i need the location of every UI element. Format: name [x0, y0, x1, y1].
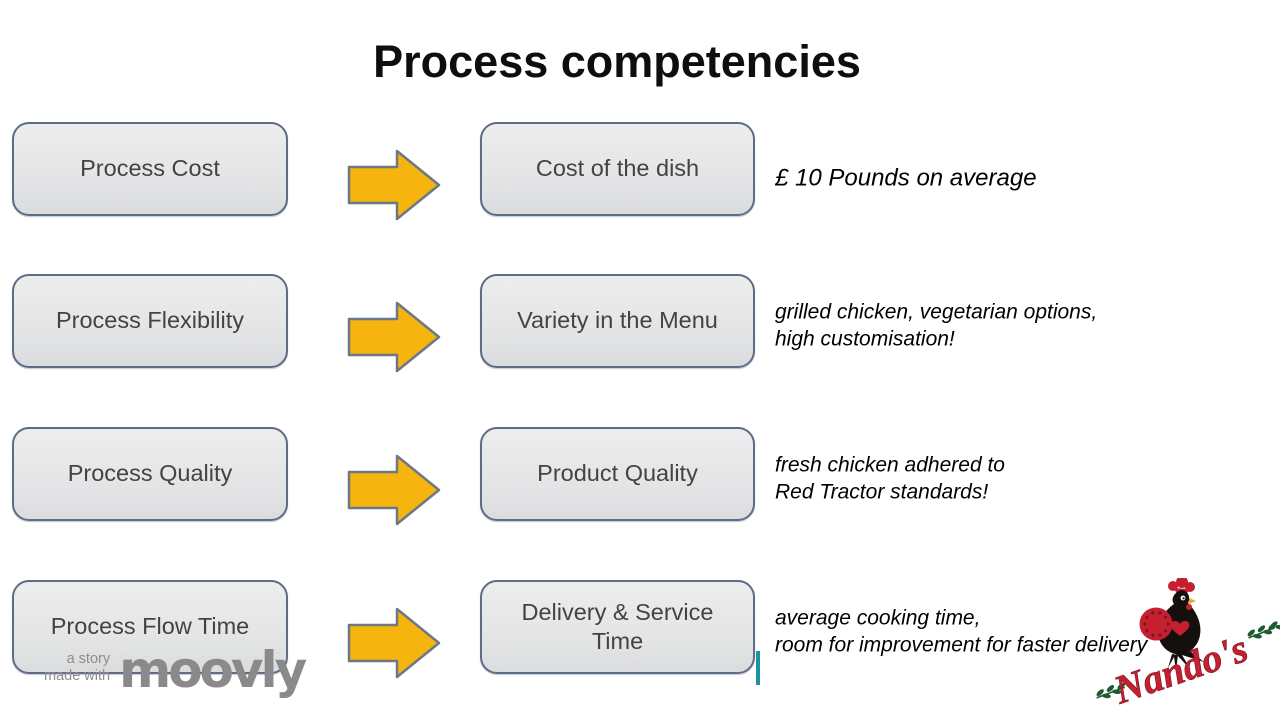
outcome-box: Delivery & Service Time — [480, 580, 755, 674]
process-box: Process Flow Time — [12, 580, 288, 674]
annotation-note: fresh chicken adhered to Red Tractor sta… — [775, 453, 1005, 504]
arrow-right-icon — [347, 454, 441, 526]
process-box-label: Process Flow Time — [50, 613, 250, 640]
process-row-cost: Process Cost Cost of the dish £ 10 Pound… — [0, 122, 1280, 221]
process-row-flexibility: Process Flexibility Variety in the Menu … — [0, 274, 1280, 373]
process-box-label: Process Quality — [67, 460, 233, 487]
moovly-watermark-text: a story made with — [44, 648, 110, 685]
arrow-right-icon — [347, 301, 441, 373]
arrow-right-icon — [347, 149, 441, 221]
process-box-label: Process Cost — [80, 155, 220, 182]
moovly-watermark: a story made with moovly — [44, 641, 307, 699]
outcome-box-label: Delivery & Service Time — [521, 598, 714, 654]
rooster-icon — [1139, 578, 1204, 670]
moovly-logo: moovly — [119, 641, 307, 699]
outcome-box-label: Cost of the dish — [535, 155, 700, 182]
process-row-flow-time: Process Flow Time Delivery & Service Tim… — [0, 580, 1280, 679]
annotation-note: average cooking time, room for improveme… — [775, 606, 1148, 657]
text-cursor — [756, 651, 760, 685]
process-box: Process Quality — [12, 427, 288, 521]
annotation-note: grilled chicken, vegetarian options, hig… — [775, 300, 1098, 351]
process-box: Process Flexibility — [12, 274, 288, 368]
nandos-logo: Nando's — [1096, 578, 1280, 713]
outcome-box-label: Product Quality — [537, 460, 698, 487]
annotation-note: £ 10 Pounds on average — [775, 164, 1037, 192]
process-row-quality: Process Quality Product Quality fresh ch… — [0, 427, 1280, 526]
outcome-box: Product Quality — [480, 427, 755, 521]
process-box: Process Cost — [12, 122, 288, 216]
outcome-box: Variety in the Menu — [480, 274, 755, 368]
outcome-box-label: Variety in the Menu — [517, 307, 718, 334]
watermark-line2: made with — [44, 668, 111, 684]
arrow-right-icon — [347, 607, 441, 679]
page-title: Process competencies — [373, 36, 861, 87]
process-box-label: Process Flexibility — [55, 307, 245, 334]
outcome-box: Cost of the dish — [480, 122, 755, 216]
watermark-line1: a story — [66, 651, 111, 667]
leaf-sprig-icon — [1096, 682, 1126, 699]
